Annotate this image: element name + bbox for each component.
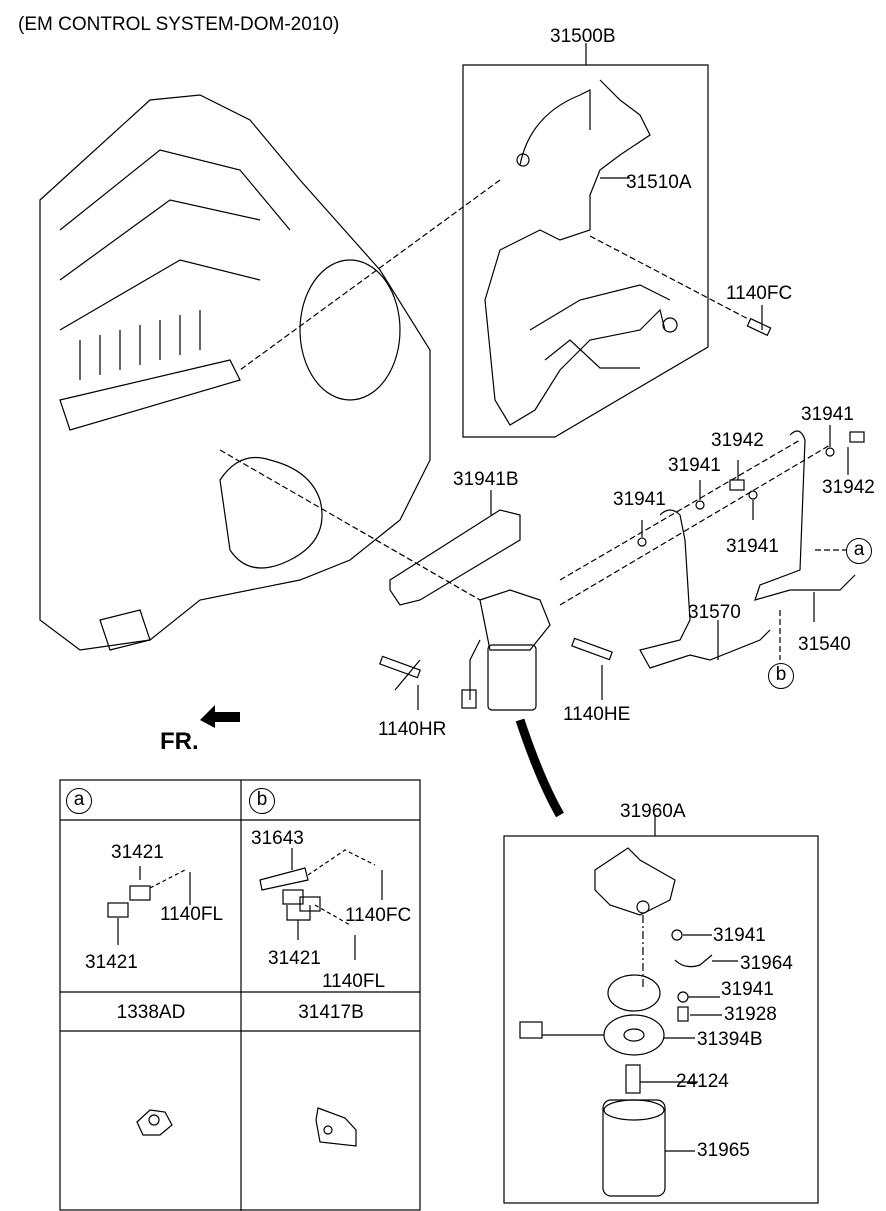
front-arrow-icon: [200, 705, 240, 728]
label-31570: 31570: [688, 602, 741, 623]
label-31941-washer: 31941: [613, 489, 666, 510]
label-1338ad: 1338AD: [116, 1002, 186, 1023]
label-31540: 31540: [798, 634, 851, 655]
label-31421: 31421: [268, 948, 321, 969]
label-31941-washer: 31941: [668, 455, 721, 476]
filter-assembly-box: [503, 835, 819, 1204]
label-31421: 31421: [85, 952, 138, 973]
label-1140hr: 1140HR: [378, 719, 447, 740]
label-31928: 31928: [724, 1004, 777, 1025]
label-31941-washer: 31941: [801, 404, 854, 425]
label-31941: 31941: [721, 979, 774, 1000]
label-31510a: 31510A: [626, 172, 692, 193]
label-31421: 31421: [111, 842, 164, 863]
detail-arrow: [515, 718, 564, 818]
callout-b: b: [768, 663, 794, 689]
label-24124: 24124: [676, 1071, 729, 1092]
label-1140fl: 1140FL: [322, 971, 386, 992]
label-31643: 31643: [251, 828, 304, 849]
bolt-1140fc-top: [746, 317, 772, 337]
label-31964: 31964: [740, 953, 793, 974]
front-marker: FR.: [160, 728, 199, 755]
label-31500b: 31500B: [550, 26, 616, 47]
callout-a: a: [846, 538, 872, 564]
filter-parts-illustration: [519, 847, 738, 1197]
fuel-filter-assembly: [461, 589, 551, 711]
engine-block-illustration: [39, 94, 431, 651]
label-31417b: 31417B: [298, 1002, 364, 1023]
label-1140fc: 1140FC: [345, 905, 412, 926]
nut-1338ad: [136, 1109, 173, 1136]
label-31941-washer: 31941: [726, 536, 779, 557]
fuel-tube-31540: [754, 430, 856, 601]
label-31965: 31965: [697, 1140, 750, 1161]
bolt-1140he: [571, 637, 613, 661]
label-31942-eye-bolt: 31942: [711, 430, 764, 451]
label-31394b: 31394B: [697, 1029, 763, 1050]
label-31942-eye-bolt: 31942: [822, 477, 875, 498]
label-1140he: 1140HE: [563, 704, 631, 725]
bracket-31941b: [389, 509, 521, 606]
label-31941b: 31941B: [453, 469, 519, 490]
label-1140fc: 1140FC: [726, 283, 793, 304]
table-callout-b: b: [249, 788, 275, 814]
fuel-tube-31570: [639, 509, 771, 669]
table-callout-a: a: [66, 788, 92, 814]
label-1140fl: 1140FL: [160, 904, 224, 925]
label-31941: 31941: [713, 925, 766, 946]
clip-31417b: [315, 1107, 357, 1147]
detail-table-grid: [59, 779, 421, 1211]
fuel-hose-31510a: [484, 79, 678, 426]
assembly-box-31500b: [462, 64, 709, 438]
label-31960a: 31960A: [620, 801, 686, 822]
diagram-title: (EM CONTROL SYSTEM-DOM-2010): [18, 14, 340, 35]
bolt-1140hr: [379, 655, 421, 679]
